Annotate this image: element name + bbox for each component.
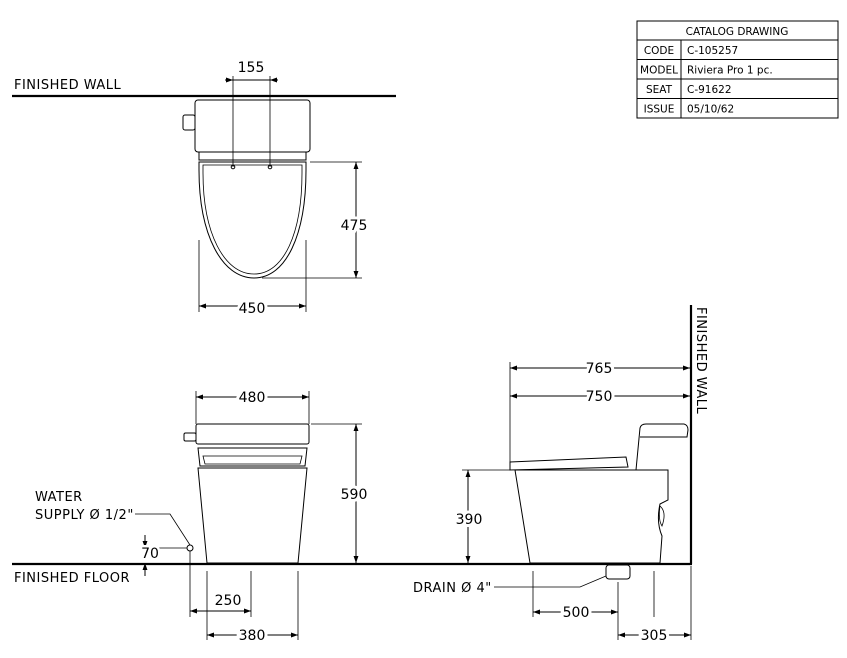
front-view: 480 590 WATER SUPPLY Ø 1/2" 70 FINISHED … — [12, 387, 692, 647]
finished-wall-label-top: FINISHED WALL — [14, 78, 122, 93]
title-block: CATALOG DRAWING CODE C-105257 MODEL Rivi… — [636, 20, 839, 119]
dim-450: 450 — [239, 301, 266, 317]
title-block-value-model: Riviera Pro 1 pc. — [687, 65, 773, 77]
water-supply-label-2: SUPPLY Ø 1/2" — [35, 508, 134, 523]
water-supply-label-1: WATER — [35, 490, 83, 505]
title-block-value-seat: C-91622 — [687, 84, 732, 96]
dim-390: 390 — [456, 512, 483, 528]
bowl-outline-top — [198, 161, 307, 279]
title-block-key-model: MODEL — [640, 65, 678, 77]
title-block-value-code: C-105257 — [687, 45, 738, 57]
dim-305: 305 — [641, 628, 668, 644]
title-block-key-code: CODE — [644, 45, 674, 57]
tank-outline-top — [194, 99, 311, 153]
side-view: FINISHED WALL 765 750 390 DRAIN Ø 4" 500 — [413, 305, 708, 647]
dim-500: 500 — [563, 605, 590, 621]
dim-155: 155 — [238, 60, 265, 76]
finished-wall-label-side: FINISHED WALL — [693, 307, 708, 415]
title-block-key-issue: ISSUE — [644, 104, 675, 116]
title-block-key-seat: SEAT — [646, 84, 673, 96]
flush-button-front — [183, 432, 197, 442]
body-outline-front — [197, 467, 308, 564]
dim-250: 250 — [215, 593, 242, 609]
top-view: FINISHED WALL 155 475 450 — [12, 60, 396, 320]
flush-button-top — [182, 114, 196, 131]
title-block-header: CATALOG DRAWING — [686, 26, 789, 38]
dim-480: 480 — [239, 390, 266, 406]
title-block-value-issue: 05/10/62 — [687, 104, 734, 116]
seat-outline-side — [509, 456, 629, 471]
dim-380: 380 — [239, 628, 266, 644]
dim-765: 765 — [586, 361, 613, 377]
finished-floor-label: FINISHED FLOOR — [14, 571, 130, 586]
tank-outline-side — [635, 423, 689, 471]
dim-70: 70 — [141, 546, 159, 562]
dim-475: 475 — [341, 218, 368, 234]
tank-outline-front — [195, 423, 310, 445]
drain-pipe — [605, 564, 631, 580]
dim-750: 750 — [586, 389, 613, 405]
dim-590: 590 — [341, 487, 368, 503]
drain-label: DRAIN Ø 4" — [413, 581, 492, 596]
body-outline-side — [514, 469, 669, 564]
water-supply-valve — [186, 544, 194, 552]
